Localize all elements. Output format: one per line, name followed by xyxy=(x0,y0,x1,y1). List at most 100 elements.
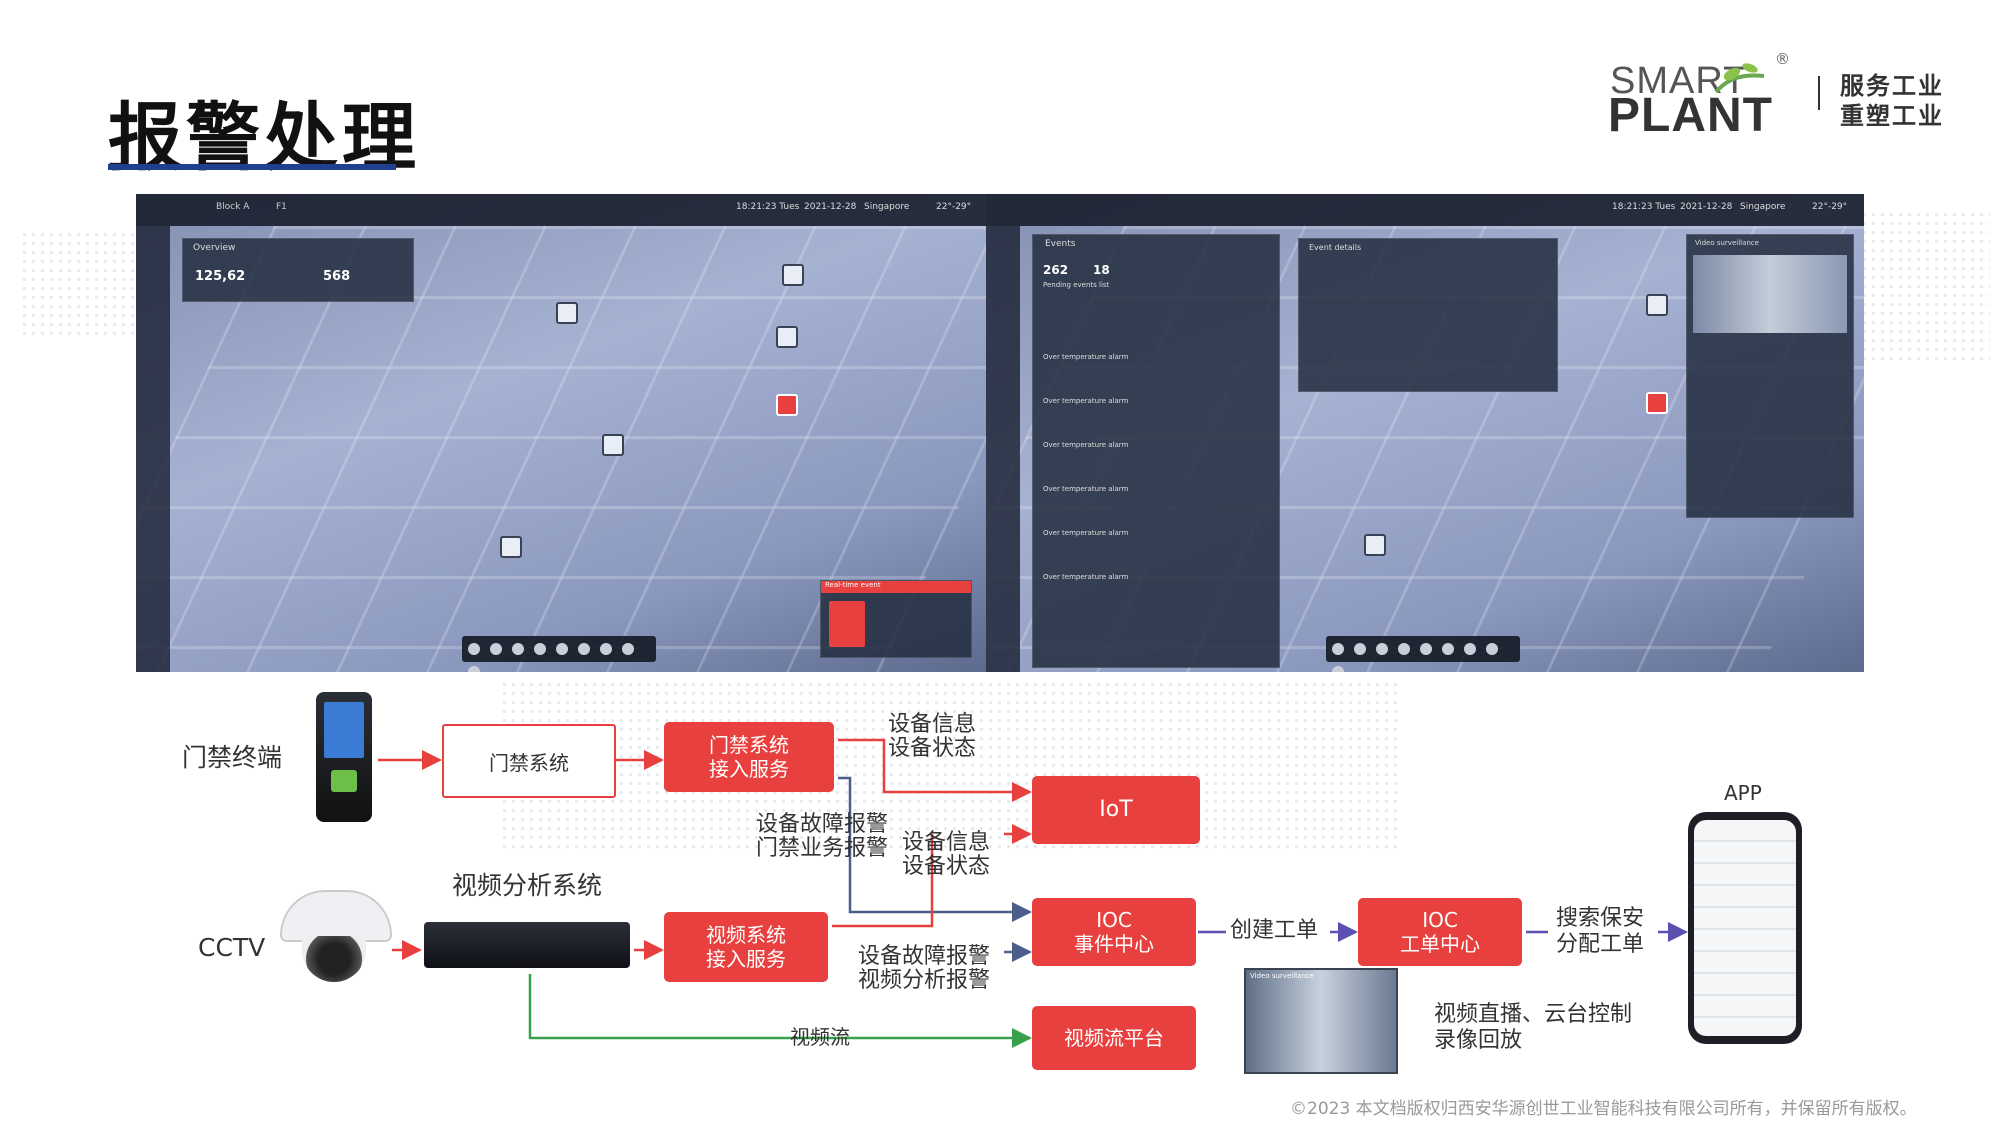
arrow-nvr-to-video-platform xyxy=(528,974,1032,1048)
events-stat-1: 262 xyxy=(1043,263,1069,277)
video-analysis-alarm-label: 视频分析报警 xyxy=(858,968,991,993)
location-label: Singapore xyxy=(1740,202,1786,212)
events-panel: Events 262 18 Pending events list Over t… xyxy=(1032,234,1280,668)
events-stat-2: 18 xyxy=(1093,263,1110,277)
location-label: Singapore xyxy=(864,202,910,212)
block-selector[interactable]: Block A xyxy=(216,202,250,212)
map-toolbar[interactable] xyxy=(462,636,656,672)
nav-sidebar[interactable] xyxy=(136,226,170,672)
camera-marker[interactable] xyxy=(1646,294,1668,316)
search-guard-label: 搜索保安 xyxy=(1556,906,1645,931)
mobile-app-image xyxy=(1688,812,1802,1044)
camera-marker[interactable] xyxy=(500,536,522,558)
event-row[interactable]: Over temperature alarm xyxy=(1043,485,1129,493)
fault-alarm-label-1: 设备故障报警 xyxy=(756,812,889,837)
device-info-label-2: 设备信息 xyxy=(902,830,991,855)
overview-stat-2: 568 xyxy=(323,269,351,284)
fault-alarm-label-2: 设备故障报警 xyxy=(858,944,991,969)
nav-sidebar[interactable] xyxy=(986,226,1020,672)
camera-marker[interactable] xyxy=(602,434,624,456)
floor-selector[interactable]: F1 xyxy=(276,202,287,212)
event-details-title: Event details xyxy=(1309,243,1362,252)
clock-time: 18:21:23 Tues xyxy=(1612,202,1676,212)
camera-marker[interactable] xyxy=(776,326,798,348)
top-bar: Block A F1 18:21:23 Tues 2021-12-28 Sing… xyxy=(136,194,986,226)
device-status-label-2: 设备状态 xyxy=(902,854,991,879)
video-service-line2: 接入服务 xyxy=(706,947,786,971)
cctv-camera-image xyxy=(280,890,392,990)
access-system-box: 门禁系统 xyxy=(442,724,616,798)
video-service-line1: 视频系统 xyxy=(706,923,786,947)
logo-plant-text: PLANT xyxy=(1608,89,1773,142)
camera-marker[interactable] xyxy=(1364,534,1386,556)
overview-panel-title: Overview xyxy=(193,243,236,253)
real-time-event-popup: Real-time event xyxy=(820,580,972,658)
weather-label: 22°-29° xyxy=(936,202,972,212)
overview-stat-1: 125,62 xyxy=(195,269,246,284)
logo-registered-mark: ® xyxy=(1775,50,1790,68)
copyright-footer: ©2023 本文档版权归西安华源创世工业智能科技有限公司所有，并保留所有版权。 xyxy=(1290,1099,1917,1119)
arrow-access-service-to-ioc xyxy=(838,776,1032,922)
arrow-video-service-to-iot xyxy=(832,834,934,928)
map-toolbar[interactable] xyxy=(1326,636,1520,672)
event-details-panel: Event details xyxy=(1298,238,1558,392)
overview-panel: Overview 125,62 568 xyxy=(182,238,414,302)
logo-divider xyxy=(1818,76,1820,110)
device-status-label-1: 设备状态 xyxy=(888,736,977,761)
events-panel-title: Events xyxy=(1045,239,1076,249)
clock-time: 18:21:23 Tues xyxy=(736,202,800,212)
camera-marker[interactable] xyxy=(556,302,578,324)
access-service-line1: 门禁系统 xyxy=(709,733,789,757)
weather-label: 22°-29° xyxy=(1812,202,1848,212)
alarm-marker[interactable] xyxy=(1646,392,1668,414)
event-row[interactable]: Over temperature alarm xyxy=(1043,397,1129,405)
ioc-event-line2: 事件中心 xyxy=(1074,932,1154,956)
thumbnail-title: Video surveillance xyxy=(1250,972,1314,980)
ioc-ticket-line2: 工单中心 xyxy=(1400,932,1480,956)
video-analysis-system-label: 视频分析系统 xyxy=(452,871,603,900)
nvr-device-image xyxy=(424,922,630,968)
access-service-box: 门禁系统 接入服务 xyxy=(664,722,834,792)
event-popup-title: Real-time event xyxy=(825,581,881,589)
device-info-label-1: 设备信息 xyxy=(888,712,977,737)
arrow-access-service-to-iot xyxy=(838,738,1032,802)
events-screenshot: 18:21:23 Tues 2021-12-28 Singapore 22°-2… xyxy=(986,194,1864,672)
video-stream-label: 视频流 xyxy=(790,1025,850,1049)
video-surveillance-panel: Video surveillance xyxy=(1686,234,1854,518)
video-feed[interactable] xyxy=(1693,255,1847,333)
access-system-label: 门禁系统 xyxy=(489,750,569,775)
access-terminal-image xyxy=(316,692,372,822)
video-platform-label: 视频流平台 xyxy=(1064,1026,1164,1050)
event-row[interactable]: Over temperature alarm xyxy=(1043,441,1129,449)
create-ticket-label: 创建工单 xyxy=(1230,918,1319,943)
event-row[interactable]: Over temperature alarm xyxy=(1043,573,1129,581)
clock-date: 2021-12-28 xyxy=(804,202,857,212)
access-service-line2: 接入服务 xyxy=(709,757,789,781)
overview-screenshot: Block A F1 18:21:23 Tues 2021-12-28 Sing… xyxy=(136,194,986,672)
iot-label: IoT xyxy=(1099,796,1133,822)
event-row[interactable]: Over temperature alarm xyxy=(1043,353,1129,361)
event-row[interactable]: Over temperature alarm xyxy=(1043,529,1129,537)
video-panel-title: Video surveillance xyxy=(1695,239,1759,247)
dot-map-background xyxy=(1860,210,1990,360)
logo-smart-text: SMART xyxy=(1610,60,1748,102)
ioc-event-line1: IOC xyxy=(1096,908,1132,932)
access-business-alarm-label: 门禁业务报警 xyxy=(756,836,889,861)
ioc-ticket-center-box: IOC 工单中心 xyxy=(1358,898,1522,966)
ioc-ticket-line1: IOC xyxy=(1422,908,1458,932)
ioc-event-center-box: IOC 事件中心 xyxy=(1032,898,1196,966)
playback-label: 录像回放 xyxy=(1434,1028,1523,1053)
alarm-icon xyxy=(829,601,865,647)
video-service-box: 视频系统 接入服务 xyxy=(664,912,828,982)
iot-box: IoT xyxy=(1032,776,1200,844)
alarm-marker[interactable] xyxy=(776,394,798,416)
camera-marker[interactable] xyxy=(782,264,804,286)
top-bar: 18:21:23 Tues 2021-12-28 Singapore 22°-2… xyxy=(986,194,1864,226)
app-label: APP xyxy=(1724,781,1762,805)
video-surveillance-thumbnail: Video surveillance xyxy=(1244,968,1398,1074)
slogan-line-2: 重塑工业 xyxy=(1840,102,1944,130)
cctv-label: CCTV xyxy=(198,933,266,962)
clock-date: 2021-12-28 xyxy=(1680,202,1733,212)
access-terminal-label: 门禁终端 xyxy=(182,743,283,772)
